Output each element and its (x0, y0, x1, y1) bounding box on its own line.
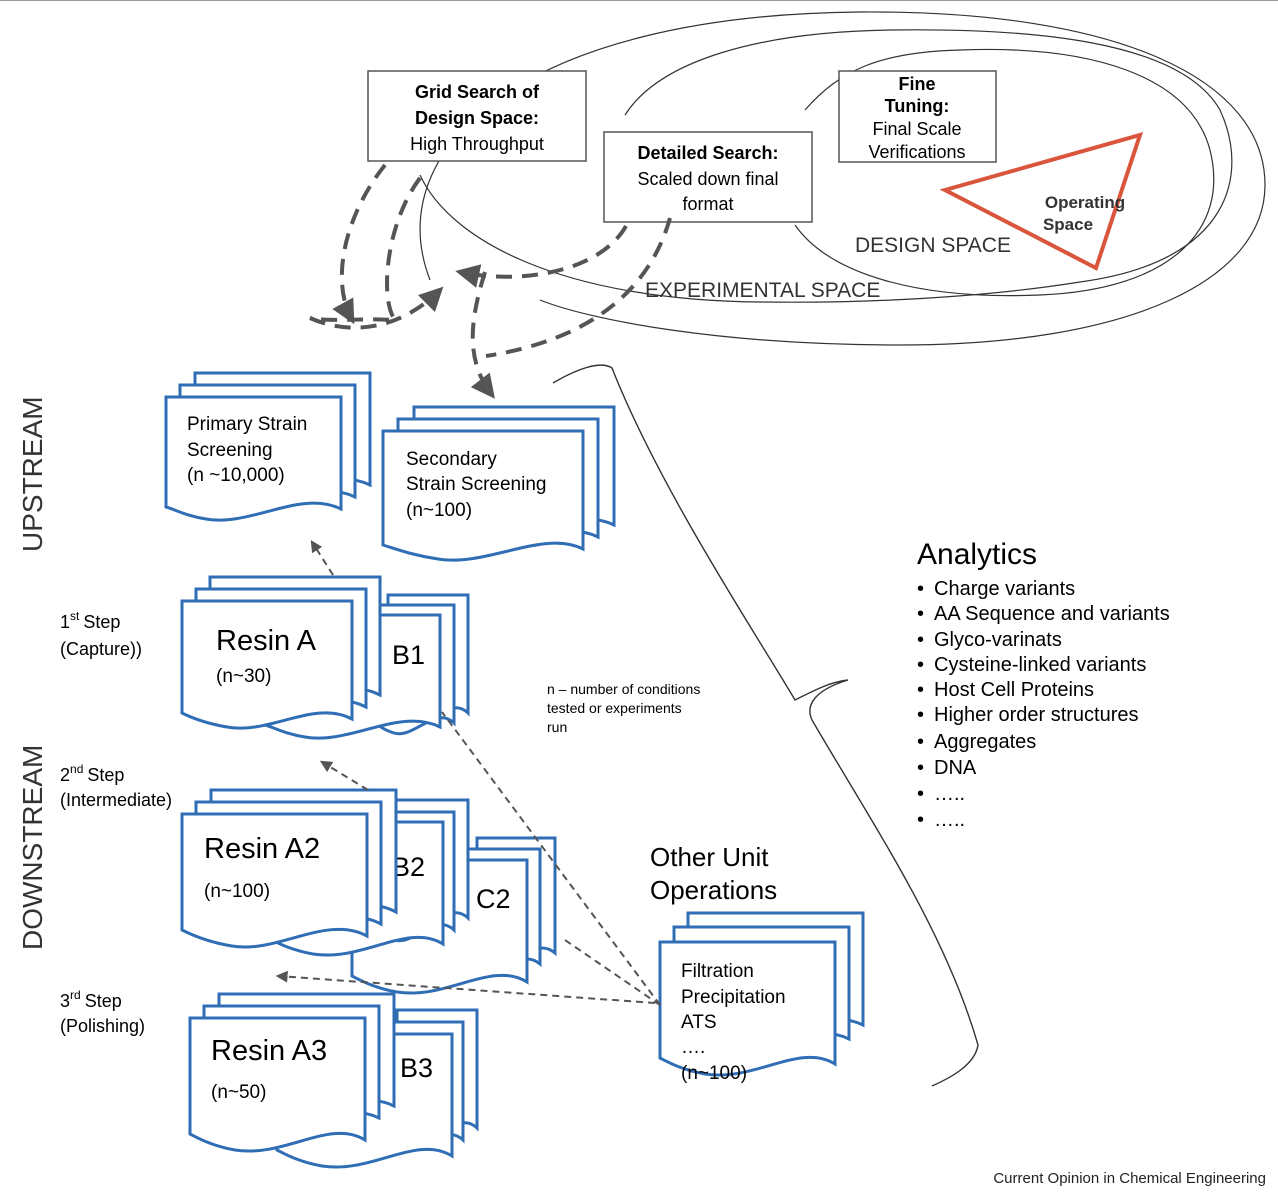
feedback-curve-2 (309, 176, 422, 323)
resin-a2-card (180, 788, 398, 949)
analytics-bullet: • (917, 629, 924, 651)
analytics-item-5: Higher order structures (934, 704, 1139, 726)
connector-arrows (275, 539, 661, 1006)
resin-a3-n: (n~50) (211, 1082, 266, 1103)
fine-tuning-box: Fine Tuning: Final Scale Verifications (838, 70, 997, 163)
other-ops-title-1: Other Unit (650, 842, 769, 872)
arrow-resin-a-to-primary (310, 539, 334, 576)
grid-search-box: Grid Search of Design Space: High Throug… (367, 70, 587, 162)
analytics-bullet: • (917, 757, 924, 779)
analytics-item-8: ….. (934, 783, 965, 805)
feedback-curve-5 (455, 225, 628, 288)
fine-tuning-body-1: Final Scale (872, 119, 961, 139)
fine-tuning-title-1: Fine (898, 74, 935, 94)
analytics-bullet: • (917, 679, 924, 701)
fine-tuning-body-2: Verifications (868, 142, 965, 162)
step-2-sub: (Intermediate) (60, 790, 172, 810)
analytics-bullet: • (917, 654, 924, 676)
operating-space-label-2: Space (1043, 215, 1093, 234)
analytics-bullet: • (917, 704, 924, 726)
analytics-item-9: ….. (934, 809, 965, 831)
note-line-1: n – number of conditions (547, 681, 700, 697)
resin-b1-label: B1 (392, 640, 425, 670)
other-ops-item-4: (n~100) (681, 1063, 747, 1084)
other-ops-item-2: ATS (681, 1012, 717, 1033)
note-line-2: tested or experiments (547, 700, 682, 716)
detailed-search-box: Detailed Search: Scaled down final forma… (603, 131, 813, 223)
upstream-label: UPSTREAM (17, 396, 48, 552)
other-ops-title-2: Operations (650, 875, 777, 905)
detailed-search-title: Detailed Search: (637, 143, 778, 163)
grid-search-title-2: Design Space: (415, 108, 539, 128)
feedback-curve-6 (485, 217, 672, 358)
arrow-other-ops-to-c2 (561, 937, 661, 1006)
resin-b3-label: B3 (400, 1053, 433, 1083)
design-space-ellipse (794, 48, 1215, 297)
resin-a-n: (n~30) (216, 666, 271, 687)
analytics-item-7: DNA (934, 757, 977, 779)
feedback-curves (309, 163, 672, 399)
feedback-curve-4 (470, 271, 495, 399)
secondary-strain-line-1: Secondary (406, 449, 497, 470)
feedback-curve-3 (309, 286, 444, 330)
note-line-3: run (547, 719, 567, 735)
primary-strain-line-1: Primary Strain (187, 414, 307, 435)
analytics-bullet: • (917, 578, 924, 600)
design-space-label: DESIGN SPACE (855, 234, 1011, 257)
experimental-space-ellipse (419, 29, 1233, 303)
resin-b2-label: B2 (392, 852, 425, 882)
operating-space-triangle (939, 132, 1144, 271)
analytics-title: Analytics (917, 538, 1037, 571)
analytics-item-3: Cysteine-linked variants (934, 654, 1146, 676)
resin-a3-card (188, 992, 396, 1153)
arrow-other-ops-to-resin-a3 (275, 970, 656, 1004)
other-ops-item-3: …. (681, 1037, 705, 1058)
experimental-space-label: EXPERIMENTAL SPACE (645, 279, 880, 302)
analytics-item-0: Charge variants (934, 578, 1075, 600)
analytics-bullet: • (917, 809, 924, 831)
resin-a2-n: (n~100) (204, 881, 270, 902)
primary-strain-line-2: Screening (187, 440, 273, 461)
resin-a-title: Resin A (216, 625, 317, 657)
detailed-search-body-2: format (682, 194, 733, 214)
resin-a3-title: Resin A3 (211, 1035, 327, 1067)
arrow-resin-a2-to-resin-a (319, 760, 369, 791)
fine-tuning-title-2: Tuning: (885, 96, 950, 116)
analytics-bullet: • (917, 783, 924, 805)
primary-strain-line-3: (n ~10,000) (187, 465, 285, 486)
analytics-brace (552, 364, 979, 1087)
other-ops-item-0: Filtration (681, 961, 754, 982)
analytics-list: • Charge variants • AA Sequence and varian… (917, 578, 1170, 831)
resin-c2-label: C2 (476, 884, 511, 914)
analytics-item-1: AA Sequence and variants (934, 603, 1170, 625)
downstream-label: DOWNSTREAM (17, 745, 48, 950)
feedback-curve-1 (332, 163, 387, 325)
analytics-item-6: Aggregates (934, 731, 1036, 753)
grid-search-body: High Throughput (410, 134, 544, 154)
arrow-other-ops-to-b1 (441, 711, 661, 1006)
analytics-item-4: Host Cell Proteins (934, 679, 1094, 701)
grid-search-title-1: Grid Search of (415, 82, 540, 102)
detailed-search-body-1: Scaled down final (637, 169, 778, 189)
resin-a2-title: Resin A2 (204, 833, 320, 865)
other-ops-item-1: Precipitation (681, 987, 786, 1008)
analytics-bullet: • (917, 731, 924, 753)
step-3-sub: (Polishing) (60, 1016, 145, 1036)
analytics-item-2: Glyco-varinats (934, 629, 1062, 651)
analytics-bullet: • (917, 603, 924, 625)
step-1-sub: (Capture)) (60, 639, 142, 659)
secondary-strain-line-2: Strain Screening (406, 474, 546, 495)
operating-space-label-1: Operating (1045, 193, 1125, 212)
footer-credit: Current Opinion in Chemical Engineering (993, 1170, 1266, 1187)
secondary-strain-line-3: (n~100) (406, 500, 472, 521)
